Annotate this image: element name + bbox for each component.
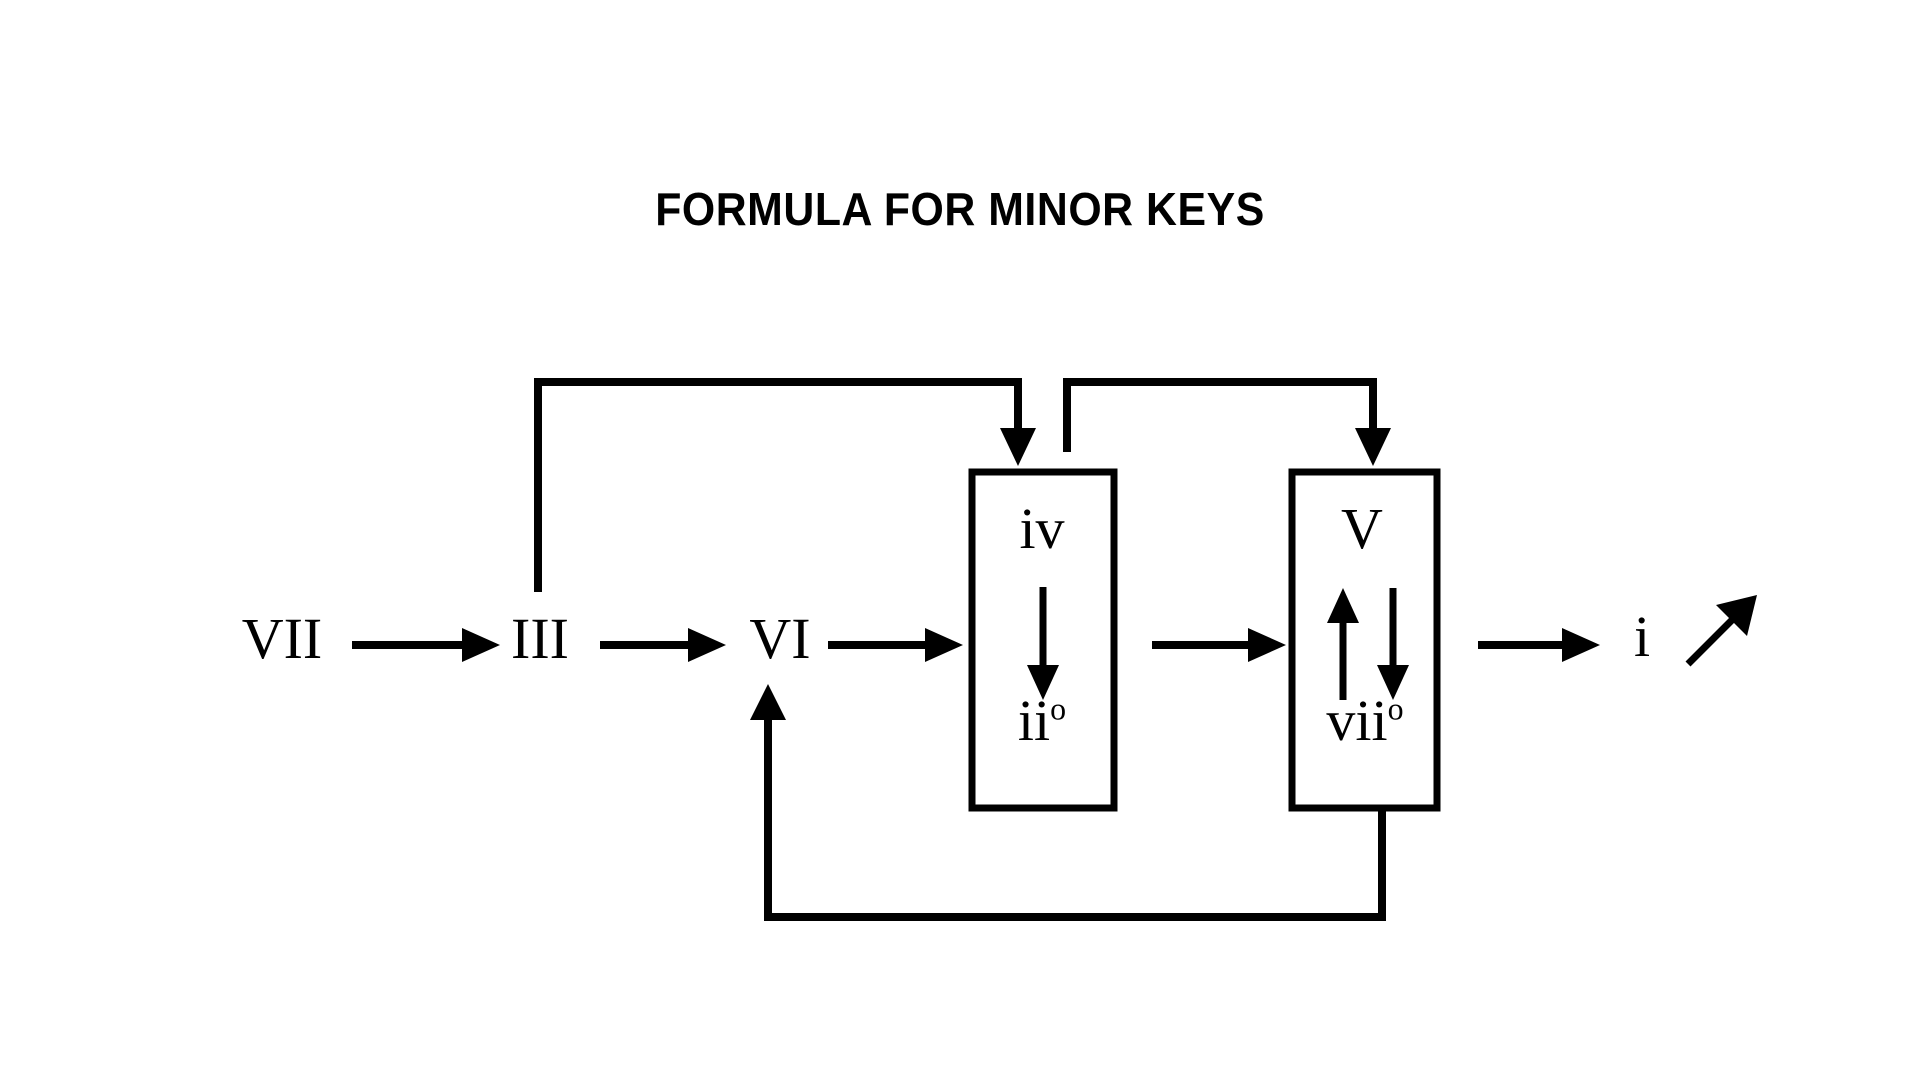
diminished-symbol-ii: o	[1050, 691, 1067, 727]
routed-arrow-III-to-box-predominant	[534, 378, 1036, 592]
arrow-iv-to-ii-diminished	[1027, 587, 1059, 700]
chord-label-III: III	[511, 606, 569, 671]
chord-label-VI: VI	[749, 606, 811, 671]
chord-label-i-tonic: i	[1633, 604, 1651, 669]
chord-label-ii-diminished: iio	[992, 692, 1092, 750]
arrow-box-dominant-to-tonic	[1478, 628, 1600, 662]
arrow-V-to-vii-diminished	[1377, 588, 1409, 700]
chord-roman-ii: ii	[1017, 688, 1051, 753]
routed-arrow-predominant-to-box-dominant	[1063, 378, 1391, 466]
page-title: FORMULA FOR MINOR KEYS	[655, 183, 1265, 235]
arrow-VI-to-box-predominant	[828, 628, 963, 662]
chord-roman-vii: vii	[1326, 688, 1388, 753]
arrow-VII-to-III	[352, 628, 500, 662]
chord-label-VII: VII	[241, 606, 323, 671]
chord-label-V: V	[1341, 496, 1383, 561]
arrow-box-predominant-to-box-dominant	[1152, 628, 1286, 662]
resolution-arrow-icon	[1685, 595, 1757, 667]
arrow-vii-diminished-to-V	[1327, 588, 1359, 700]
arrow-III-to-VI	[600, 628, 726, 662]
diminished-symbol-vii: o	[1387, 691, 1404, 727]
chord-label-vii-diminished: viio	[1300, 692, 1430, 750]
chord-label-iv: iv	[1019, 496, 1065, 561]
